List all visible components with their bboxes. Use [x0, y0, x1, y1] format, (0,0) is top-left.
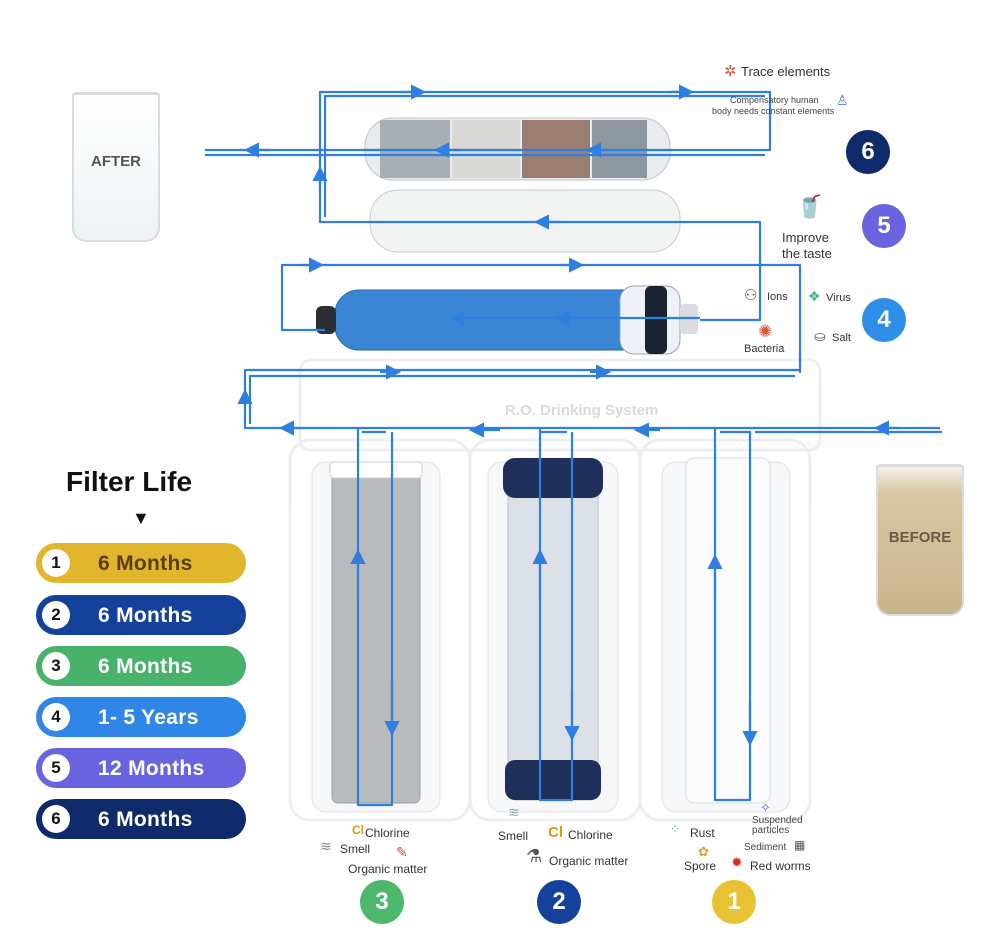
filter-life-num-3: 3 [42, 652, 70, 680]
f1-suspended-line-1: Suspended [752, 815, 803, 826]
bacteria-label: Bacteria [744, 343, 785, 355]
ions-label: Ions [767, 291, 788, 303]
system-label: R.O. Drinking System [505, 402, 659, 419]
f3-chlorine-label: Chlorine [365, 826, 410, 840]
f3-organic-label: Organic matter [348, 862, 428, 876]
f1-red-worms-label: Red worms [750, 859, 811, 873]
smell-icon-3: ≋ [320, 838, 332, 854]
f3-smell-label: Smell [340, 842, 371, 856]
filter-life-title: Filter Life [66, 466, 193, 497]
suspended-icon: ✧ [760, 800, 771, 815]
filter-1-cartridge [661, 457, 791, 813]
improve-taste-line-2: the taste [782, 246, 832, 261]
filter-2-cartridge [487, 458, 619, 813]
filter-life-text-2: 6 Months [98, 604, 193, 627]
virus-label: Virus [826, 292, 851, 304]
f1-rust-label: Rust [690, 826, 715, 840]
water-flow-path [205, 84, 942, 807]
f2-chlorine-label: Chlorine [568, 828, 613, 842]
f1-spore-label: Spore [684, 859, 717, 873]
after-label: AFTER [91, 153, 141, 170]
spore-icon: ✿ [698, 844, 709, 859]
filter-life-text-6: 6 Months [98, 808, 193, 831]
filter-life-num-5: 5 [42, 754, 70, 782]
red-worm-icon: ✹ [731, 854, 743, 870]
filter-life-num-4: 4 [42, 703, 70, 731]
down-triangle-icon: ▼ [132, 508, 150, 528]
filter-life-item-5: 5 12 Months [36, 748, 246, 788]
system-frame [288, 358, 822, 822]
chlorine-symbol-2: Cl [548, 824, 563, 841]
filter-life-text-3: 6 Months [98, 655, 193, 678]
stage-3-badge: 3 [360, 880, 404, 924]
compensatory-line-1: Compensatory human [730, 95, 819, 105]
trace-elements-note: ✲ Trace elements [724, 62, 830, 81]
filter-life-text-5: 12 Months [98, 757, 205, 780]
chlorine-symbol-3: Cl [352, 823, 364, 837]
compensatory-line-2: body needs constant elements [712, 106, 835, 116]
filter-life-text-1: 6 Months [98, 552, 193, 575]
filter-3-cartridge [311, 461, 441, 813]
sediment-icon: ▦ [794, 838, 806, 852]
filter-life-item-2: 2 6 Months [36, 595, 246, 635]
ions-icon: ⚇ [744, 287, 758, 304]
f1-sediment-label: Sediment [744, 842, 787, 853]
salt-icon: ⛀ [814, 328, 826, 344]
filter-life-text-4: 1- 5 Years [98, 706, 199, 729]
filter-life-item-6: 6 6 Months [36, 799, 246, 839]
before-glass: BEFORE [876, 464, 964, 616]
filter-life-item-3: 3 6 Months [36, 646, 246, 686]
salt-label: Salt [832, 332, 851, 344]
f2-smell-label: Smell [498, 829, 529, 843]
stage-1-badge: 1 [712, 880, 756, 924]
before-label: BEFORE [888, 529, 952, 546]
stage-2-badge: 2 [537, 880, 581, 924]
smell-icon-2: ≋ [508, 804, 520, 820]
filter-life-item-4: 4 1- 5 Years [36, 697, 246, 737]
drink-icon: 🥤 [796, 194, 824, 219]
virus-icon: ❖ [808, 288, 821, 304]
filter-life-num-2: 2 [42, 601, 70, 629]
f2-organic-label: Organic matter [549, 854, 629, 868]
stage-6-badge: 6 [846, 130, 890, 174]
flask-icon-2: ⚗ [526, 846, 543, 866]
filter-life-item-1: 1 6 Months [36, 543, 246, 583]
stage-4-badge: 4 [862, 298, 906, 342]
stage-5-badge: 5 [862, 204, 906, 248]
f1-suspended-line-2: particles [752, 825, 790, 836]
molecule-icon: ✲ [724, 63, 737, 80]
filter-life-num-1: 1 [42, 549, 70, 577]
bacteria-icon: ✺ [758, 322, 773, 341]
rust-icon: ⁘ [670, 822, 681, 836]
human-body-icon: ♙ [836, 92, 849, 108]
after-glass: AFTER [72, 92, 160, 242]
improve-taste-line-1: Improve [782, 230, 829, 245]
filter-4-membrane [316, 285, 698, 355]
filter-life-num-6: 6 [42, 805, 70, 833]
organic-icon-3: ✎ [396, 844, 408, 860]
trace-elements-label: Trace elements [741, 64, 831, 79]
